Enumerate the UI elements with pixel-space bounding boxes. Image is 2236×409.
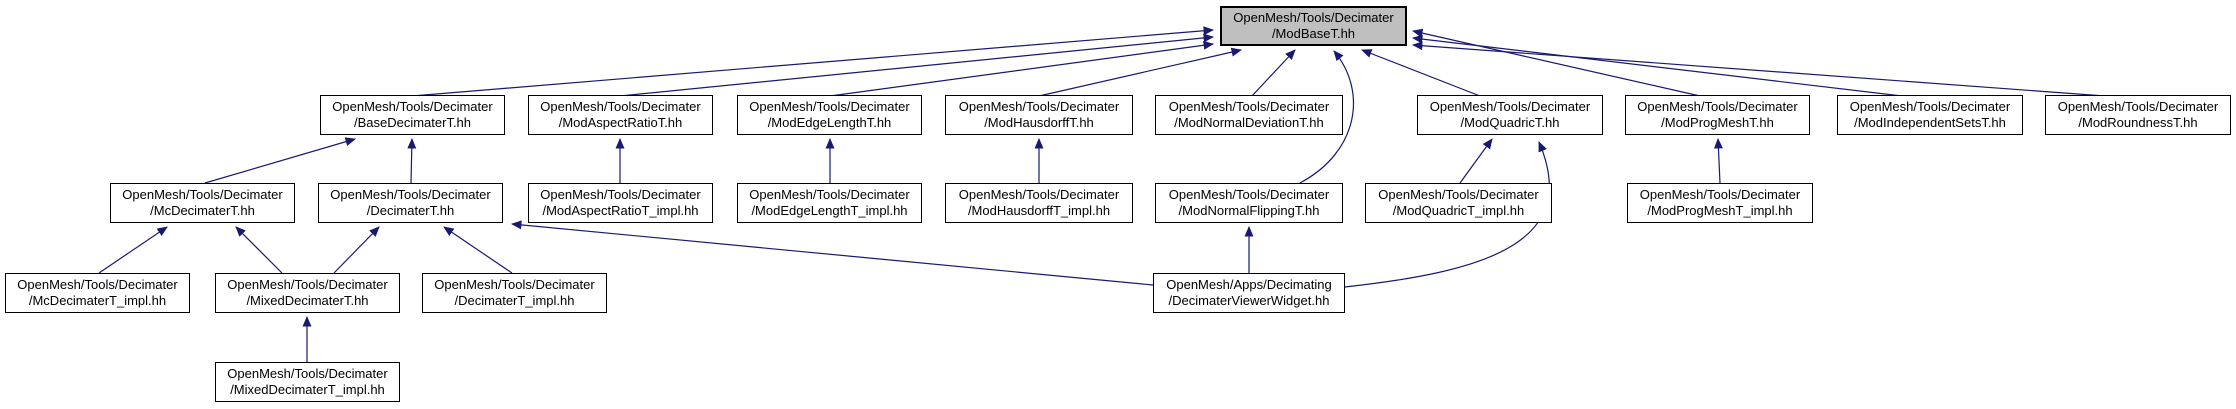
edge-decimater_impl-to-decimater	[443, 226, 513, 274]
edge-viewerwidget-to-decimater	[511, 220, 1154, 286]
node-decimater[interactable]: OpenMesh/Tools/Decimater/DecimaterT.hh	[318, 183, 503, 223]
node-label-line1: OpenMesh/Tools/Decimater	[540, 99, 701, 114]
node-label-line2: /ModNormalDeviationT.hh	[1174, 115, 1324, 130]
node-label-line2: /MixedDecimaterT.hh	[246, 293, 369, 308]
edge-modindependentsets-to-modbase	[1412, 34, 1903, 97]
node-label-line1: OpenMesh/Tools/Decimater	[1849, 99, 2011, 114]
node-modnormalflipping[interactable]: OpenMesh/Tools/Decimater/ModNormalFlippi…	[1155, 183, 1343, 223]
node-modhausdorff[interactable]: OpenMesh/Tools/Decimater/ModHausdorffT.h…	[945, 95, 1133, 135]
node-label-line2: /ModHausdorffT.hh	[984, 115, 1094, 130]
edge-modprogmesh_impl-to-modprogmesh	[1713, 138, 1723, 184]
node-label-line2: /ModQuadricT.hh	[1460, 115, 1560, 130]
node-modedgelength[interactable]: OpenMesh/Tools/Decimater/ModEdgeLengthT.…	[737, 95, 922, 135]
node-modhausdorff_impl[interactable]: OpenMesh/Tools/Decimater/ModHausdorffT_i…	[945, 183, 1133, 223]
node-decimater_impl[interactable]: OpenMesh/Tools/Decimater/DecimaterT_impl…	[422, 273, 607, 313]
node-label-line2: /McDecimaterT.hh	[150, 203, 255, 218]
node-label-line1: OpenMesh/Tools/Decimater	[749, 187, 910, 202]
edge-mcdecimater_impl-to-mcdecimater	[98, 226, 168, 274]
node-label-line2: /BaseDecimaterT.hh	[353, 115, 472, 130]
node-label-line1: OpenMesh/Tools/Decimater	[17, 277, 178, 292]
node-modedgelength_impl[interactable]: OpenMesh/Tools/Decimater/ModEdgeLengthT_…	[737, 183, 922, 223]
node-modquadric[interactable]: OpenMesh/Tools/Decimater/ModQuadricT.hh	[1417, 95, 1603, 135]
node-label-line2: /ModNormalFlippingT.hh	[1178, 203, 1320, 218]
edge-mixeddecimater-to-decimater	[333, 226, 380, 274]
node-label-line2: /ModProgMeshT.hh	[1661, 115, 1774, 130]
edge-mixeddecimater-to-mcdecimater	[235, 226, 283, 274]
node-mcdecimater[interactable]: OpenMesh/Tools/Decimater/McDecimaterT.hh	[110, 183, 295, 223]
node-modroundness[interactable]: OpenMesh/Tools/Decimater/ModRoundnessT.h…	[2045, 95, 2231, 135]
node-label-line1: OpenMesh/Tools/Decimater	[958, 99, 1120, 114]
node-label-line2: /ModHausdorffT_impl.hh	[967, 203, 1111, 218]
edge-decimater-to-basedecimater	[407, 138, 417, 184]
edge-modedgelength-to-modbase	[829, 40, 1214, 97]
node-label-line1: OpenMesh/Tools/Decimater	[330, 187, 491, 202]
node-label-line2: /MixedDecimaterT_impl.hh	[230, 382, 385, 397]
node-label-line2: /DecimaterT_impl.hh	[454, 293, 575, 308]
node-label-line2: /McDecimaterT_impl.hh	[28, 293, 167, 308]
edge-modquadric-to-modbase	[1361, 49, 1481, 97]
edge-modaspectratio-to-modbase	[619, 33, 1214, 97]
node-label-line2: /DecimaterViewerWidget.hh	[1168, 293, 1330, 308]
edge-modnormalflipping-to-modbase	[1299, 50, 1355, 184]
node-label-line1: OpenMesh/Tools/Decimater	[1168, 99, 1330, 114]
node-label-line1: OpenMesh/Tools/Decimater	[227, 366, 388, 381]
node-label-line1: OpenMesh/Tools/Decimater	[1168, 187, 1330, 202]
node-label-line2: /ModRoundnessT.hh	[2078, 115, 2198, 130]
node-label-line1: OpenMesh/Tools/Decimater	[1639, 187, 1801, 202]
node-label-line1: OpenMesh/Tools/Decimater	[227, 277, 388, 292]
node-label-line1: OpenMesh/Tools/Decimater	[1233, 10, 1394, 25]
node-modbase[interactable]: OpenMesh/Tools/Decimater/ModBaseT.hh	[1220, 6, 1407, 46]
node-modaspectratio[interactable]: OpenMesh/Tools/Decimater/ModAspectRatioT…	[528, 95, 713, 135]
node-label-line1: OpenMesh/Tools/Decimater	[1637, 99, 1798, 114]
node-label-line1: OpenMesh/Tools/Decimater	[540, 187, 701, 202]
node-label-line1: OpenMesh/Tools/Decimater	[958, 187, 1120, 202]
node-mixeddecimater_impl[interactable]: OpenMesh/Tools/Decimater/MixedDecimaterT…	[215, 362, 400, 402]
edge-modquadric_impl-to-modquadric	[1459, 138, 1493, 184]
edge-modprogmesh-to-modbase	[1412, 28, 1701, 97]
node-modaspectratio_impl[interactable]: OpenMesh/Tools/Decimater/ModAspectRatioT…	[528, 183, 713, 223]
node-mixeddecimater[interactable]: OpenMesh/Tools/Decimater/MixedDecimaterT…	[215, 273, 400, 313]
node-modquadric_impl[interactable]: OpenMesh/Tools/Decimater/ModQuadricT_imp…	[1365, 183, 1552, 223]
node-viewerwidget[interactable]: OpenMesh/Apps/Decimating/DecimaterViewer…	[1153, 273, 1345, 313]
edge-viewerwidget-to-modquadric	[1344, 141, 1550, 288]
node-label-line1: OpenMesh/Tools/Decimater	[2057, 99, 2219, 114]
edge-basedecimater-to-modbase	[411, 26, 1214, 97]
edge-modnormaldeviation-to-modbase	[1251, 49, 1296, 97]
edge-modhausdorff-to-modbase	[1038, 47, 1242, 97]
node-label-line1: OpenMesh/Tools/Decimater	[1429, 99, 1591, 114]
edge-mcdecimater-to-basedecimater	[204, 137, 356, 184]
node-label-line1: OpenMesh/Tools/Decimater	[122, 187, 283, 202]
node-label-line1: OpenMesh/Apps/Decimating	[1166, 277, 1332, 292]
node-label-line1: OpenMesh/Tools/Decimater	[749, 99, 910, 114]
node-modnormaldeviation[interactable]: OpenMesh/Tools/Decimater/ModNormalDeviat…	[1155, 95, 1343, 135]
node-mcdecimater_impl[interactable]: OpenMesh/Tools/Decimater/McDecimaterT_im…	[5, 273, 190, 313]
node-modprogmesh[interactable]: OpenMesh/Tools/Decimater/ModProgMeshT.hh	[1625, 95, 1810, 135]
node-label-line1: OpenMesh/Tools/Decimater	[434, 277, 595, 292]
node-label-line2: /ModBaseT.hh	[1271, 26, 1356, 41]
node-label-line2: /ModEdgeLengthT_impl.hh	[751, 203, 908, 218]
node-modindependentsets[interactable]: OpenMesh/Tools/Decimater/ModIndependentS…	[1837, 95, 2023, 135]
node-modprogmesh_impl[interactable]: OpenMesh/Tools/Decimater/ModProgMeshT_im…	[1627, 183, 1813, 223]
node-label-line2: /ModProgMeshT_impl.hh	[1647, 203, 1793, 218]
node-label-line1: OpenMesh/Tools/Decimater	[1378, 187, 1539, 202]
edge-modroundness-to-modbase	[1412, 41, 2106, 97]
node-label-line2: /ModAspectRatioT_impl.hh	[542, 203, 699, 218]
node-basedecimater[interactable]: OpenMesh/Tools/Decimater/BaseDecimaterT.…	[320, 95, 505, 135]
node-label-line2: /ModEdgeLengthT.hh	[767, 115, 892, 130]
node-label-line2: /ModAspectRatioT.hh	[558, 115, 683, 130]
node-label-line1: OpenMesh/Tools/Decimater	[332, 99, 493, 114]
edges	[98, 26, 2106, 362]
node-label-line2: /ModQuadricT_impl.hh	[1392, 203, 1525, 218]
node-label-line2: /ModIndependentSetsT.hh	[1854, 115, 2006, 130]
node-label-line2: /DecimaterT.hh	[366, 203, 455, 218]
